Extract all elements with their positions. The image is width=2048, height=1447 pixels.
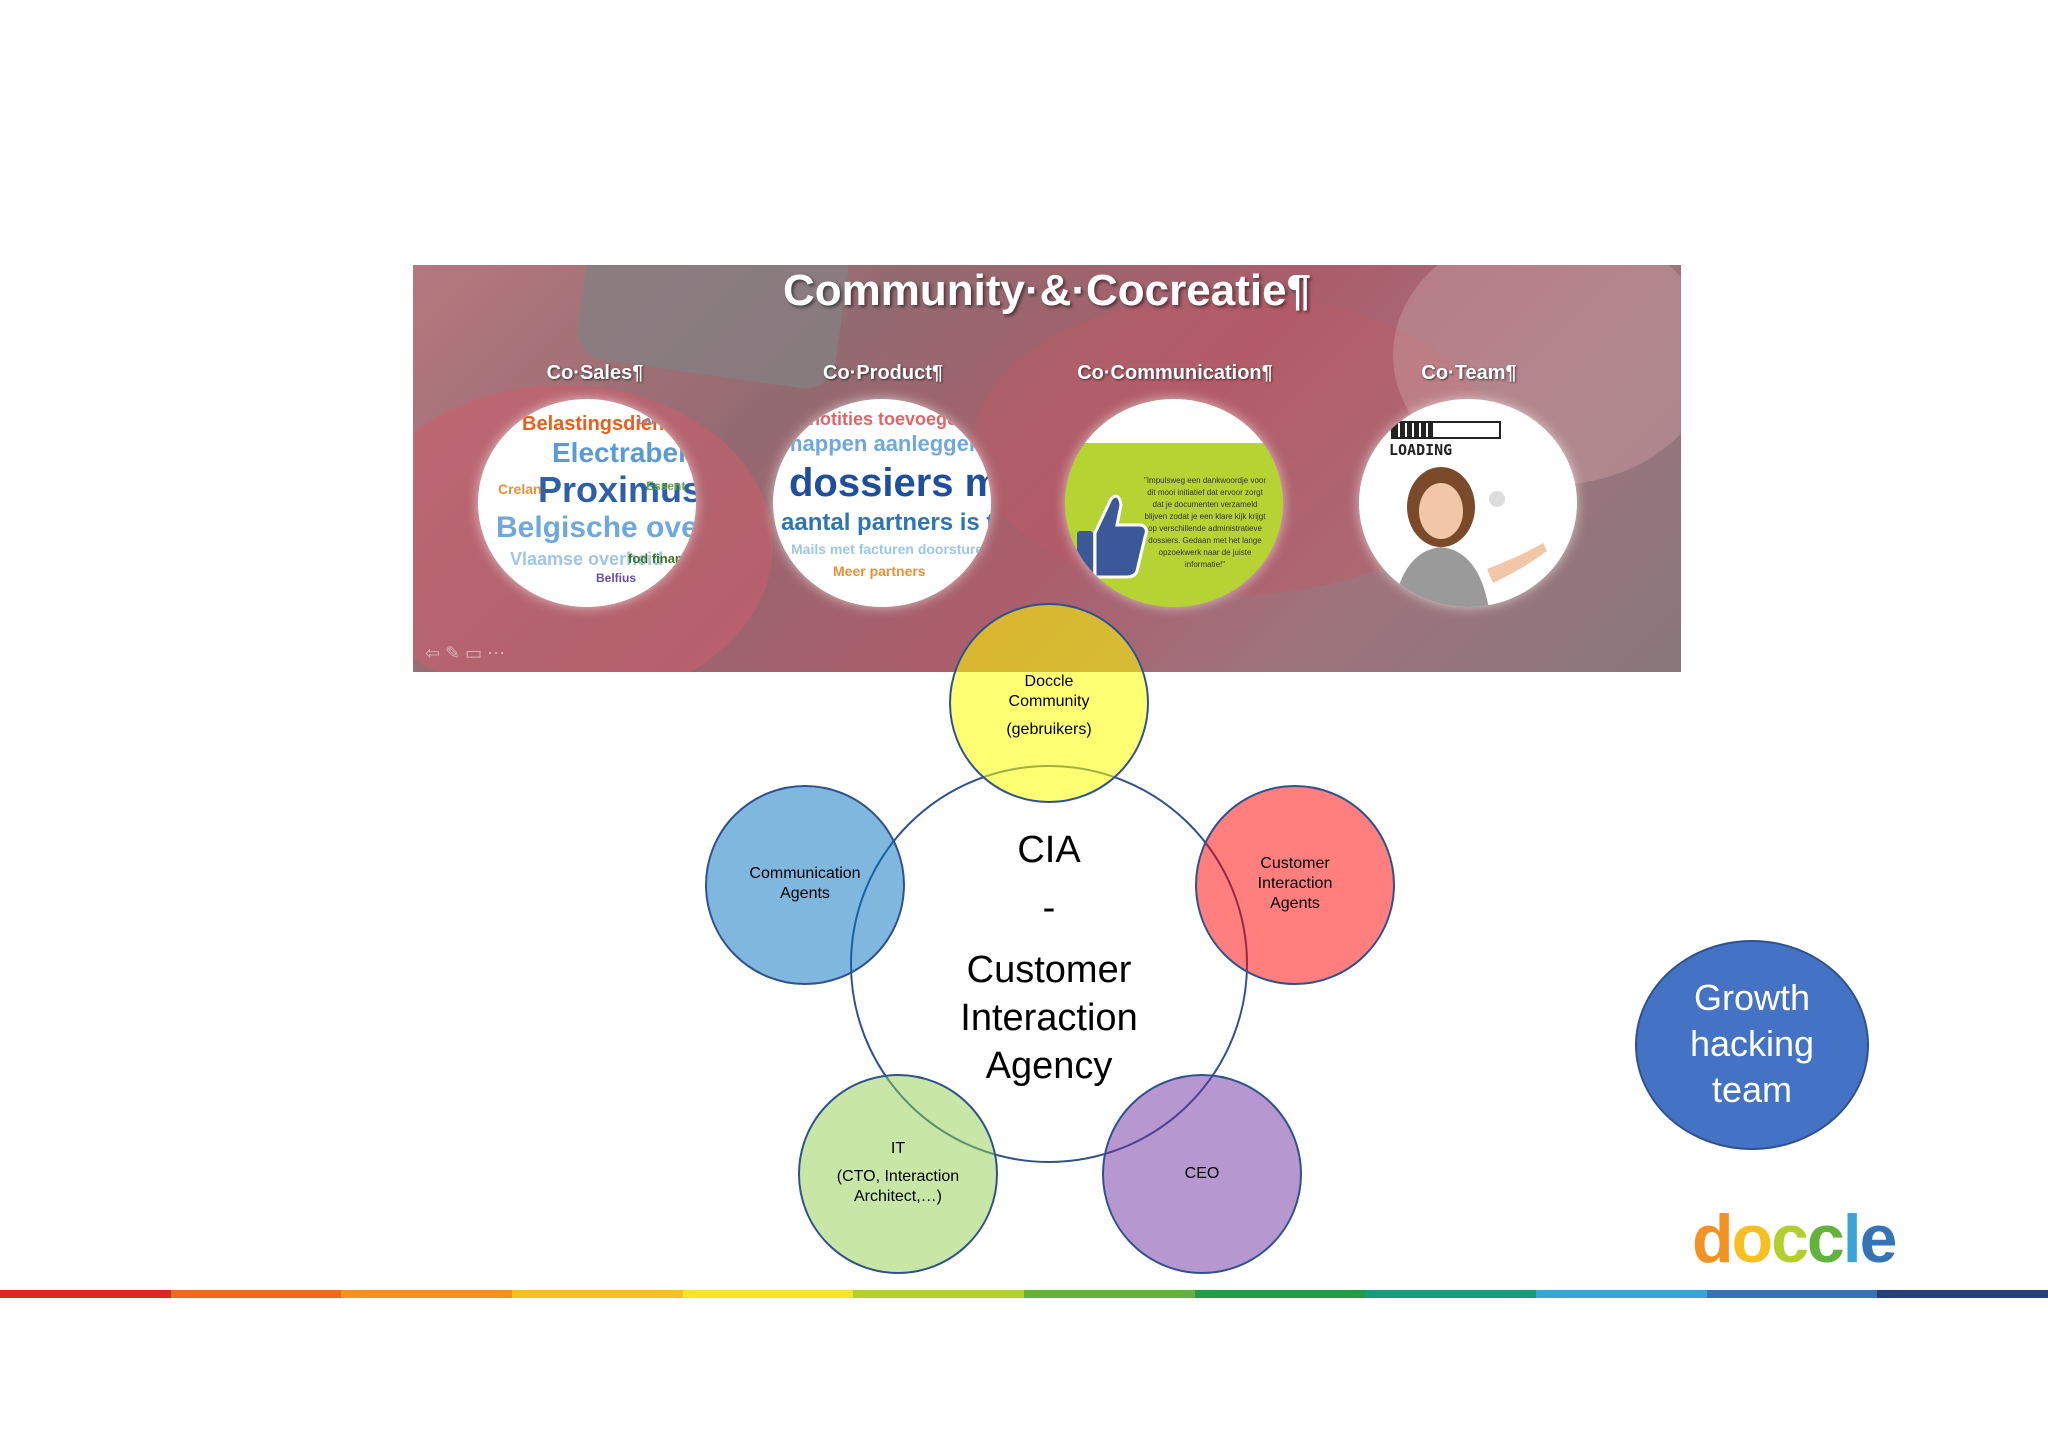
word-cloud-word: notities toevoegen aan do xyxy=(809,409,991,429)
cia-subtitle-line: Agency xyxy=(985,1045,1113,1087)
word-cloud-word: Essent xyxy=(646,479,686,493)
cia-center-label: CIA - Customer Interaction Agency xyxy=(900,826,1198,1090)
it-label: IT (CTO, Interaction Architect,…) xyxy=(836,1140,960,1205)
product-word-cloud: notities toevoegen aan do mappen aanlegg… xyxy=(773,399,991,607)
word-cloud-word: aantal partners is te klein xyxy=(781,509,991,536)
word-cloud-word: Belgische overheid xyxy=(496,511,696,544)
communication-agents-circle xyxy=(705,785,905,985)
slide-navigation-icons: ⇦ ✎ ▭ ⋯ xyxy=(425,643,506,663)
word-cloud-word: fod financien xyxy=(628,551,696,566)
rainbow-stripe xyxy=(0,1290,2048,1298)
communication-agents-label: Communication Agents xyxy=(749,865,861,902)
word-cloud-word: Belastingsdienst xyxy=(522,413,683,435)
cia-title: CIA xyxy=(1017,829,1081,871)
sales-word-cloud: Belastingsdienst Electrabel Proximus Bel… xyxy=(478,399,696,607)
doccle-logo: doccle xyxy=(1692,1201,1897,1277)
word-cloud-word: Mails met facturen doorsturen xyxy=(791,541,991,557)
doccle-community-circle xyxy=(949,603,1149,803)
doccle-community-label: Doccle Community (gebruikers) xyxy=(1006,673,1092,738)
thumbs-up-icon xyxy=(1077,494,1148,579)
customer-interaction-agents-circle xyxy=(1195,785,1395,985)
word-cloud-word: Proximus xyxy=(538,469,696,510)
cia-subtitle-line: Customer xyxy=(966,949,1132,991)
word-cloud-word: Vlaamse overheid xyxy=(510,549,664,569)
word-cloud-word: mappen aanleggen (vb. huis xyxy=(783,431,991,456)
loading-bar xyxy=(1391,421,1501,439)
customer-interaction-agents-label: Customer Interaction Agents xyxy=(1257,855,1333,912)
co-team-label: Co·Team¶ xyxy=(1421,362,1517,384)
word-cloud-word: Crelan xyxy=(498,481,542,497)
co-product-label: Co·Product¶ xyxy=(823,362,943,384)
woman-figure-icon xyxy=(1393,467,1547,607)
ceo-circle xyxy=(1102,1074,1302,1274)
ceo-label: CEO xyxy=(1184,1165,1220,1182)
word-cloud-word: Meer partners xyxy=(833,563,926,579)
word-cloud-word: Belfius xyxy=(596,571,637,585)
word-cloud-word: Electrabel xyxy=(552,437,686,468)
growth-hacking-team-label: Growth hacking team xyxy=(1689,977,1815,1110)
word-cloud-word: Lampiris xyxy=(638,415,684,427)
communication-feedback-image: "Impulsweg een dankwoordje voor dit mooi… xyxy=(1065,399,1283,607)
team-loading-image: LOADING xyxy=(1359,399,1577,607)
co-communication-label: Co·Communication¶ xyxy=(1077,362,1273,384)
it-circle xyxy=(798,1074,998,1274)
growth-hacking-team-circle xyxy=(1635,940,1869,1150)
loading-label: LOADING xyxy=(1389,441,1453,459)
word-cloud-word: dossiers maken xyxy=(789,461,991,505)
co-sales-label: Co·Sales¶ xyxy=(546,362,644,384)
feedback-quote: "Impulsweg een dankwoordje voor dit mooi… xyxy=(1143,476,1267,569)
cia-subtitle-line: Interaction xyxy=(960,997,1138,1039)
banner-title: Community·&·Cocreatie¶ xyxy=(782,266,1312,315)
cia-dash: - xyxy=(1042,887,1056,929)
